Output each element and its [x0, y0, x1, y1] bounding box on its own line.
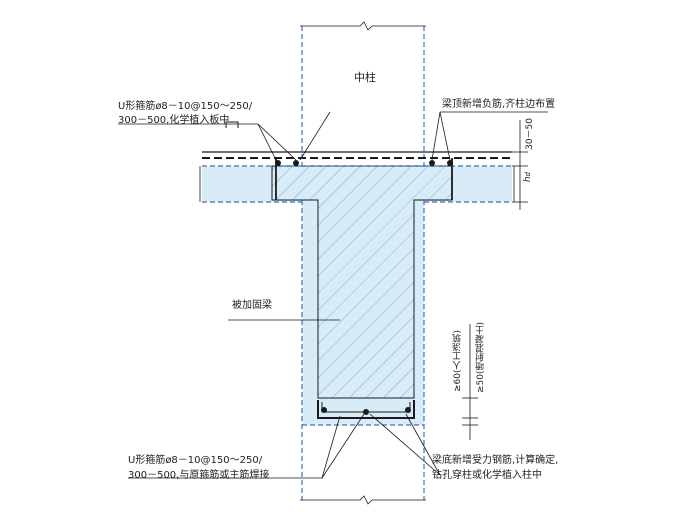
slab-top-lines	[202, 151, 512, 159]
top-rebar-label: 梁顶新增负筋,齐柱边布置	[442, 99, 556, 110]
bottom-rebar-label-line2: 钻孔穿柱或化学植入柱中	[432, 470, 542, 481]
bracket-symbol	[225, 121, 239, 128]
column-label: 中柱	[354, 71, 376, 84]
dim-hd-sub: d	[524, 172, 532, 177]
dim-hd-label: hd	[523, 172, 533, 182]
column-dashed-outline	[202, 26, 512, 500]
top-stirrup-label-line1: U形箍筋ø8－10@150～250/	[118, 101, 253, 112]
dim-top-label: 30－50	[525, 118, 535, 150]
bottom-stirrup-label-line1: U形箍筋ø8－10@150～250/	[128, 455, 263, 466]
top-stirrup-label-line2: 300－500,化学植入板中	[118, 115, 230, 126]
bottom-rebars	[321, 407, 411, 415]
dimension-right	[462, 120, 528, 440]
dim-manual-label: ≥60(人工浇筑)	[453, 330, 463, 393]
break-marks	[199, 21, 515, 505]
top-rebars	[275, 160, 453, 166]
bottom-stirrup-label-line2: 300－500,与原箍筋或主筋焊接	[128, 470, 270, 481]
leader-lines	[118, 111, 548, 479]
dim-shotcrete-label: ≥50(喷射混凝土)	[476, 322, 486, 394]
reinforced-beam-label: 被加固梁	[232, 300, 272, 311]
bottom-rebar-label-line1: 梁底新增受力钢筋,计算确定,	[432, 455, 559, 466]
dim-hd-main: h	[523, 176, 533, 183]
